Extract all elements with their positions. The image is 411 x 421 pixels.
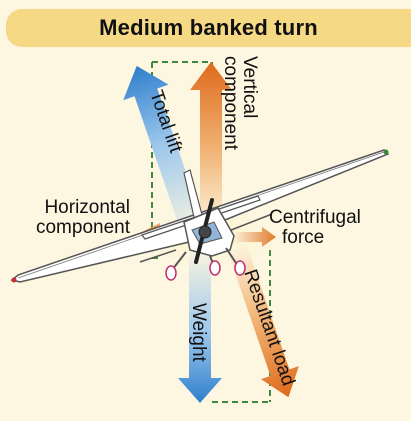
weight-label: Weight — [188, 303, 209, 363]
spinner — [198, 225, 212, 239]
vertical-component-label-line2: component — [220, 56, 241, 151]
centrifugal-force-arrow — [232, 227, 276, 247]
centrifugal-force-label-line2: force — [282, 227, 324, 248]
resultant-load-arrow — [226, 241, 299, 398]
nose-wheel — [209, 260, 221, 276]
horizontal-component-label-line1: Horizontal — [44, 197, 130, 218]
right-wheel — [234, 260, 246, 276]
vertical-component-arrow — [190, 62, 232, 230]
total-lift-arrow — [123, 65, 208, 242]
title-bar: Medium banked turn — [6, 9, 411, 47]
left-wheel — [165, 265, 177, 281]
right-wingtip-light — [383, 149, 389, 155]
vertical-component-label-line1: Vertical — [239, 56, 260, 118]
horizontal-component-label-line2: component — [36, 217, 131, 238]
weight-arrow — [178, 248, 222, 403]
diagram-title: Medium banked turn — [99, 15, 318, 40]
centrifugal-force-label-line1: Centrifugal — [269, 207, 361, 228]
aircraft — [10, 149, 390, 283]
left-wingtip-light — [11, 277, 17, 283]
